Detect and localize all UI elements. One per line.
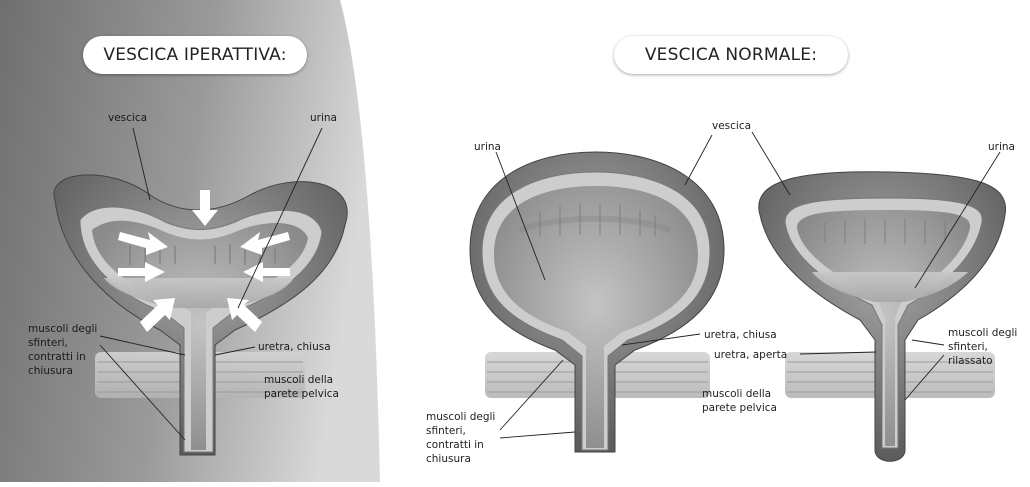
label-normal-sphincter-relaxed: muscoli degli sfinteri, rilassato: [948, 326, 1017, 368]
label-normal-pelvic: muscoli della parete pelvica: [702, 387, 777, 415]
label-normal-urethra-closed: uretra, chiusa: [704, 328, 777, 342]
label-overactive-urethra: uretra, chiusa: [258, 340, 331, 354]
label-normal-urine-right: urina: [988, 140, 1015, 154]
normal-bladder-full: [470, 152, 724, 452]
label-normal-urethra-open: uretra, aperta: [714, 348, 787, 362]
label-overactive-sphincter: muscoli degli sfinteri, contratti in chi…: [28, 322, 97, 378]
label-overactive-urine: urina: [310, 111, 337, 125]
label-normal-urine-left: urina: [474, 140, 501, 154]
label-overactive-pelvic: muscoli della parete pelvica: [264, 373, 339, 401]
normal-bladder-voiding: [759, 172, 1006, 461]
overactive-title: VESCICA IPERATTIVA:: [83, 36, 307, 74]
label-normal-sphincter-contracted: muscoli degli sfinteri, contratti in chi…: [426, 410, 495, 466]
label-normal-bladder: vescica: [712, 119, 751, 133]
normal-title: VESCICA NORMALE:: [614, 36, 848, 74]
label-overactive-bladder: vescica: [108, 111, 147, 125]
